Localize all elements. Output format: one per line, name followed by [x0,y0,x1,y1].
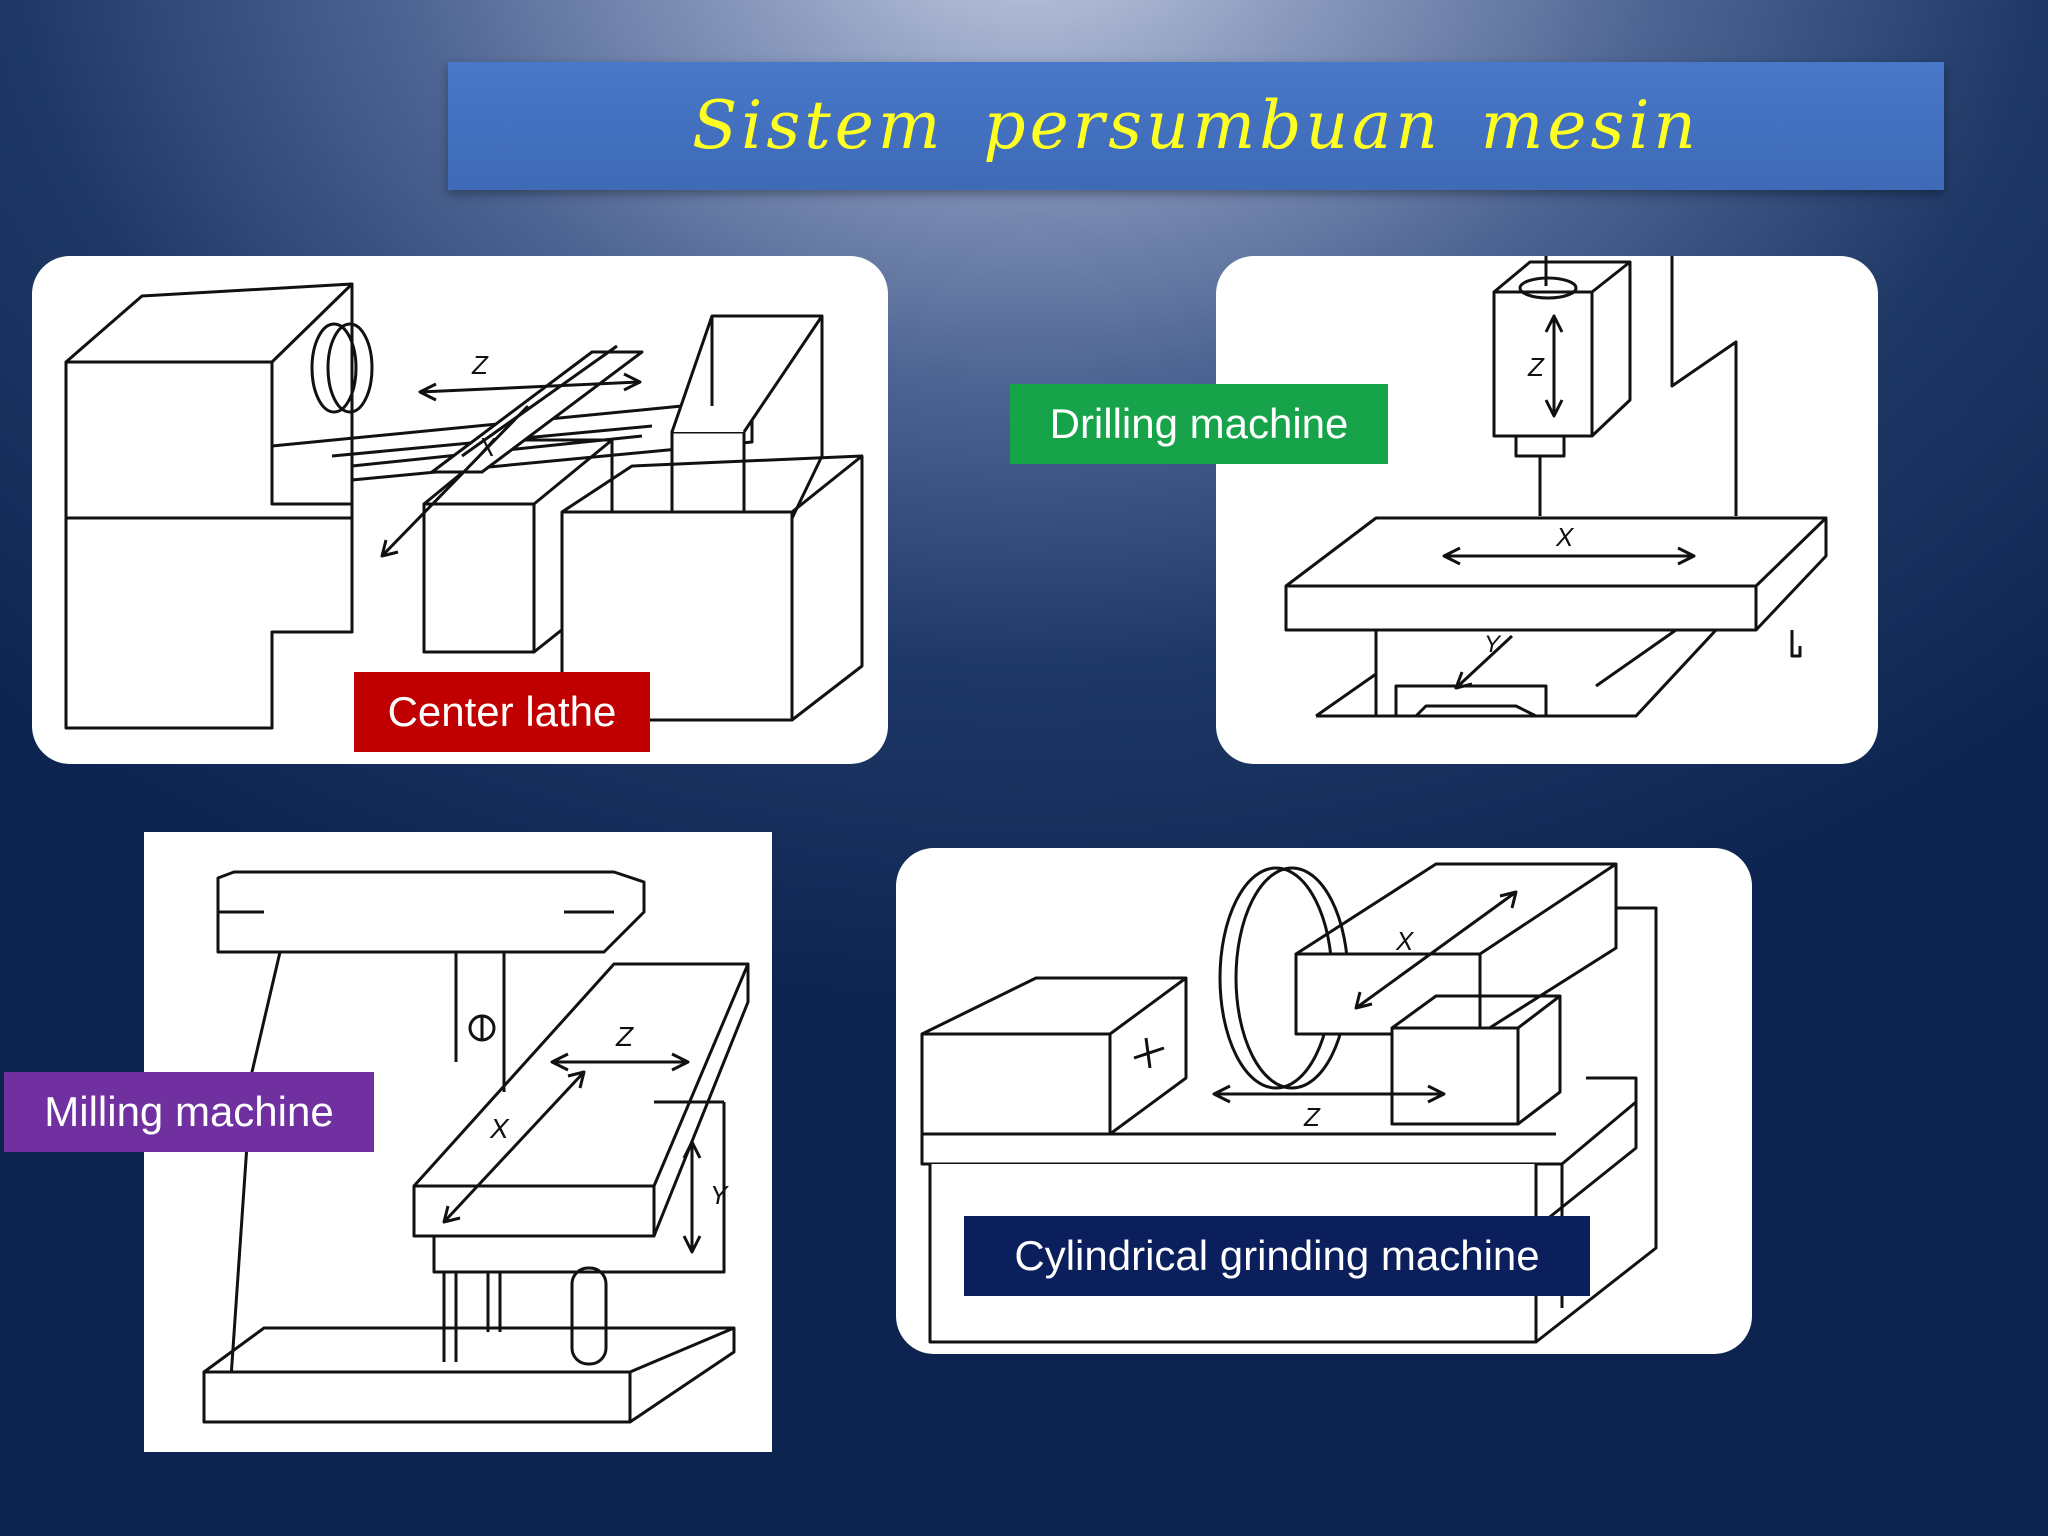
title-banner: Sistem persumbuan mesin [448,62,1944,190]
drill-axis-y: Y [1484,631,1502,658]
mill-axis-z: Z [615,1021,634,1052]
center-lathe-label: Center lathe [354,672,650,752]
drill-axis-x: X [1555,522,1575,552]
mill-axis-x: X [489,1113,510,1144]
drilling-machine-diagram: Z X Y [1216,256,1878,764]
grind-axis-z: Z [1303,1102,1321,1132]
mill-axis-y: Y [710,1180,729,1210]
grind-axis-x: X [1395,926,1415,956]
slide-title: Sistem persumbuan mesin [692,87,1700,164]
lathe-axis-z: Z [471,350,489,380]
milling-machine-diagram: X Z Y [144,832,772,1452]
drilling-machine-label: Drilling machine [1010,384,1388,464]
milling-machine-label: Milling machine [4,1072,374,1152]
grinding-machine-label: Cylindrical grinding machine [964,1216,1590,1296]
drill-axis-z: Z [1527,352,1545,382]
